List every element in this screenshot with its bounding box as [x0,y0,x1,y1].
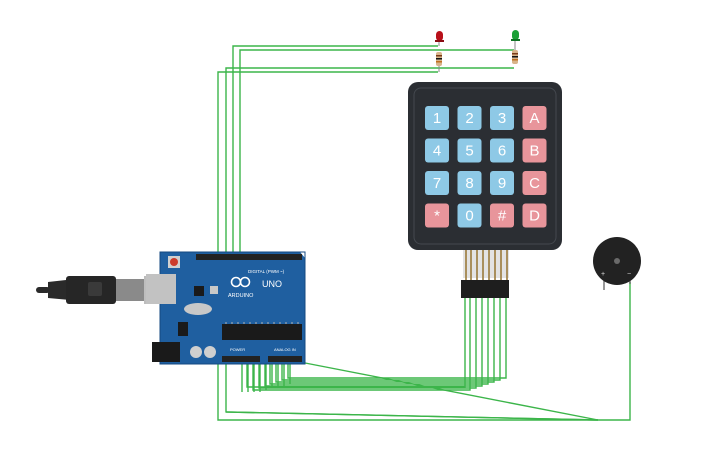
digital-header [196,254,302,260]
wire-keypad-7[interactable] [281,262,501,381]
keypad-key-label: 6 [498,143,506,160]
keypad-key-label: 9 [498,175,506,192]
analog-header [268,356,302,362]
keypad-ribbon [461,250,509,298]
keypad-key-label: 7 [433,175,441,192]
keypad-key[interactable]: # [490,203,514,228]
usb-plug [116,279,144,301]
crystal [184,303,212,315]
keypad-key[interactable]: 0 [457,203,482,228]
keypad-key-label: 0 [465,208,473,225]
keypad-key[interactable]: * [425,203,449,228]
keypad-key-label: 2 [465,110,473,127]
keypad-key[interactable]: 8 [457,171,482,195]
keypad-connector [461,280,509,298]
keypad-key[interactable]: 1 [425,106,449,130]
arduino-uno[interactable]: ARDUINO UNO DIGITAL (PWM ~) POWER ANALOG… [146,251,306,365]
keypad-key[interactable]: 4 [425,138,449,163]
red-led[interactable] [435,31,444,72]
keypad-key-label: # [498,208,507,225]
wire-red-led-cathode[interactable] [217,71,598,421]
keypad-key-label: 8 [465,175,473,192]
atmega-chip [222,324,302,340]
keypad-key[interactable]: D [522,203,547,228]
keypad-key[interactable]: 5 [457,138,482,163]
keypad-key[interactable]: A [522,106,547,130]
wire-buzzer-gnd[interactable] [225,411,599,421]
keypad-key[interactable]: 7 [425,171,449,195]
keypad-key[interactable]: 3 [490,106,514,130]
keypad-key[interactable]: B [522,138,547,163]
keypad-key-label: A [529,110,539,127]
buzzer-plus-label: + [601,271,605,278]
keypad-keys: 1 2 3 A 4 5 6 B 7 8 9 C * 0 # D [425,106,547,228]
power-header [222,356,260,362]
keypad-key-label: * [434,208,440,225]
keypad-key[interactable]: 9 [490,171,514,195]
arduino-logo [230,276,251,288]
buzzer-minus-label: − [627,271,631,278]
digital-header-label: DIGITAL (PWM ~) [248,269,285,274]
capacitor-2 [204,346,216,358]
keypad-key-label: D [529,208,540,225]
keypad-key-label: 1 [433,110,441,127]
power-label: POWER [230,347,245,352]
keypad-key-label: B [529,143,539,160]
wire-buzzer-positive[interactable] [299,361,599,421]
wire-keypad-8[interactable] [287,262,507,379]
keypad-key[interactable]: 6 [490,138,514,163]
wires [217,45,631,421]
keypad-key-label: 3 [498,110,506,127]
keypad-key[interactable]: 2 [457,106,482,130]
keypad-key[interactable]: C [522,171,547,195]
keypad-key-label: C [529,175,540,192]
capacitor-1 [190,346,202,358]
dc-jack [152,342,180,362]
analog-label: ANALOG IN [274,347,296,352]
wire-buzzer-negative[interactable] [598,282,631,421]
arduino-brand: ARDUINO [228,293,254,299]
green-led[interactable] [511,30,520,64]
arduino-model: UNO [262,279,282,289]
wire-green-led-anode[interactable] [239,49,514,258]
keypad-key-label: 4 [433,143,441,160]
wire-red-led-anode[interactable] [232,45,438,258]
keypad-key-label: 5 [465,143,473,160]
buzzer[interactable]: + − [593,237,641,290]
keypad[interactable]: 1 2 3 A 4 5 6 B 7 8 9 C * 0 # D [408,82,562,298]
